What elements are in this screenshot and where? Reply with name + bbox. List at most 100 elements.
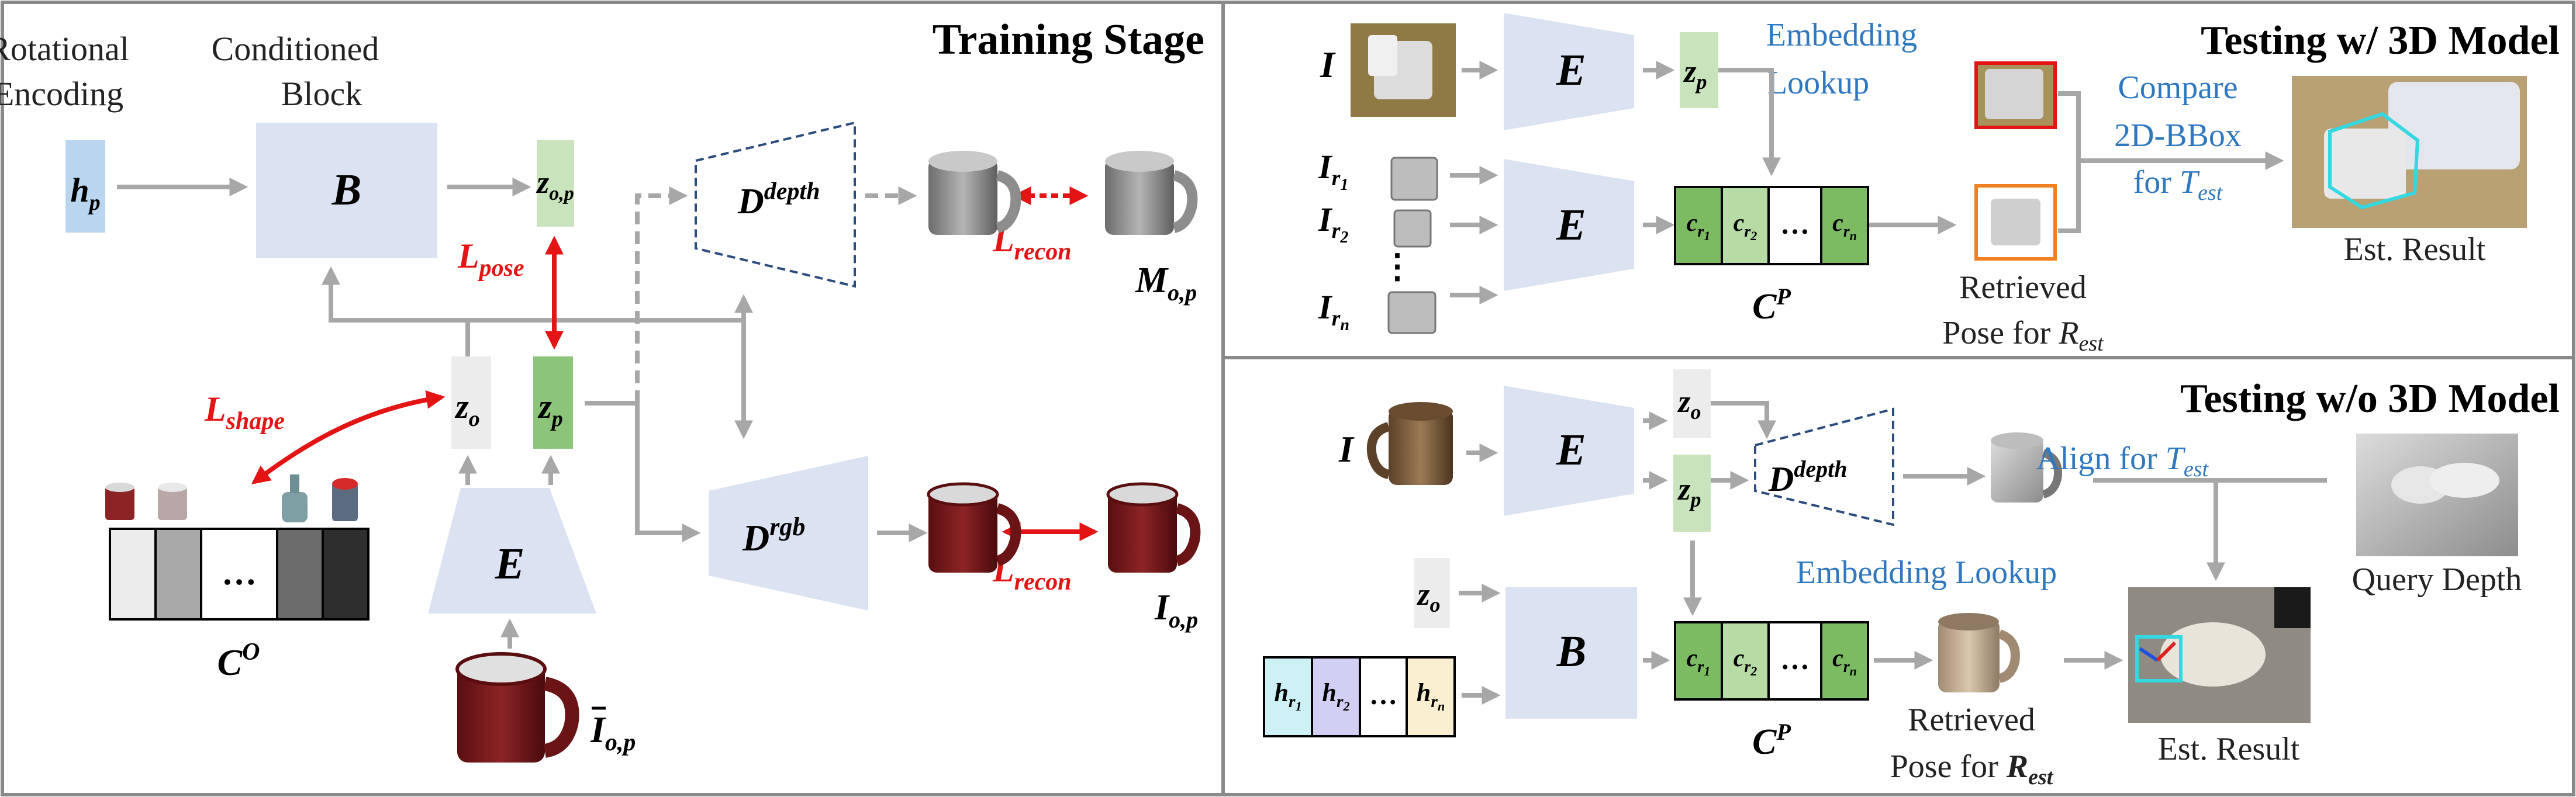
decoder-rgb [709, 456, 868, 611]
h-p-label: hp [70, 171, 100, 215]
t3-ref-2-label: Ir2 [1318, 200, 1348, 247]
z-op-label: zo,p [536, 165, 574, 205]
t3-code-dots: … [1780, 207, 1810, 240]
t0-retrieved-mug [1938, 613, 2020, 692]
t3-pose-codebook: cr1 cr2 … crn [1674, 186, 1869, 265]
t0-depth-mug [1991, 432, 2062, 503]
t0-est-result-label: Est. Result [2158, 731, 2300, 767]
codebook-dots: … [222, 553, 257, 592]
d-depth-label: Ddepth [737, 178, 820, 221]
training-dashed-arrows [635, 186, 917, 403]
t3-code-2: cr2 [1734, 210, 1757, 243]
l-pose-label: Lpose [457, 237, 524, 282]
conditioned-block-label-2: Block [281, 75, 362, 113]
training-stage-panel: Training Stage Rotational Encoding Condi… [0, 16, 1204, 763]
t0-conditioned-block [1505, 587, 1637, 719]
t3-ref-dots: ⋮ [1380, 247, 1414, 285]
z-o-label: zo [454, 387, 480, 431]
rgb-gt-mug [1106, 482, 1201, 573]
t3-encoder-2 [1504, 159, 1634, 291]
t3-retrieved-1: Retrieved [1959, 269, 2087, 306]
t0-c-p-label: CP [1752, 719, 1791, 762]
t0-align-label: Align for Test [2036, 441, 2209, 481]
t0-retrieved-2: Pose for Rest [1890, 749, 2054, 789]
t0-est-result-image [2128, 587, 2311, 723]
t3-retrieved-render [1974, 61, 2057, 129]
t0-e-label: E [1556, 425, 1586, 474]
t3-arrows [1450, 61, 2284, 304]
t0-query-depth-label: Query Depth [2352, 562, 2522, 598]
t0-i-label: I [1338, 428, 1355, 470]
t3-i-label: I [1320, 44, 1336, 85]
decoder-depth [695, 121, 856, 288]
z-op-box [537, 140, 574, 227]
rotational-encoding-label-2: Encoding [0, 75, 123, 113]
c-o-label: CO [217, 639, 260, 683]
t3-ref-images [1387, 157, 1438, 334]
t0-z-p-box [1673, 455, 1711, 532]
t0-query-depth-image [2356, 434, 2518, 556]
t0-z-o-label: zo [1677, 384, 1701, 424]
t0-rotation-encodings: hr1 hr2 … hrn [1263, 656, 1456, 737]
t0-z-o-2-label: zo [1416, 577, 1440, 616]
e-label: E [495, 539, 525, 588]
t0-z-p-label: zp [1677, 472, 1701, 511]
t3-code-1: cr1 [1687, 210, 1711, 243]
testing-3d-panel: Testing w/ 3D Model I E E zp Embedding L… [1318, 13, 2560, 356]
t0-b-label: B [1556, 627, 1587, 676]
t0-arrows [1459, 401, 2327, 705]
i-bar-op-label: Io,p [590, 709, 636, 756]
t3-for-t: for Test [2133, 164, 2223, 205]
z-p-box [533, 356, 573, 449]
conditioned-block-b [256, 123, 437, 258]
t3-z-p-label: zp [1683, 54, 1707, 93]
t3-input-image [1351, 23, 1456, 117]
testing-no3d-title: Testing w/o 3D Model [2180, 376, 2560, 421]
t3-e1-label: E [1556, 46, 1586, 95]
t3-embedding-lookup-2: Lookup [1767, 65, 1869, 101]
rgb-reconstruction-mug [927, 482, 1021, 573]
t3-compare-1: Compare [2118, 70, 2237, 106]
t0-decoder-depth [1754, 407, 1894, 526]
t0-embedding-lookup: Embedding Lookup [1796, 555, 2057, 591]
t0-h-n: hrn [1417, 678, 1445, 713]
t3-z-p-box [1680, 32, 1718, 108]
i-op-label: Io,p [1154, 588, 1198, 633]
codebook-object-icons [105, 474, 358, 522]
t3-e2-label: E [1556, 200, 1586, 250]
z-o-box [451, 356, 491, 449]
t3-retrieved-2: Pose for Rest [1942, 315, 2104, 356]
l-shape-label: Lshape [204, 390, 285, 435]
z-p-label: zp [537, 387, 563, 431]
t0-h-dots: … [1369, 680, 1397, 711]
t0-z-o-box-2 [1414, 558, 1450, 628]
t0-retrieved-1: Retrieved [1908, 702, 2035, 738]
conditioned-block-label-1: Conditioned [212, 30, 379, 68]
t0-encoder [1504, 386, 1634, 516]
testing-no3d-panel: Testing w/o 3D Model I E zo zp Ddepth Al… [1263, 369, 2560, 789]
t0-pose-codebook: cr1 cr2 … crn [1674, 621, 1869, 701]
t3-c-p-label: CP [1752, 283, 1791, 327]
training-arrows [117, 178, 928, 649]
t3-encoder-1 [1504, 13, 1634, 130]
t3-retrieved-pose [1974, 184, 2057, 261]
t0-h-2: hr2 [1322, 678, 1349, 713]
testing-3d-title: Testing w/ 3D Model [2201, 18, 2560, 63]
rotational-encoding-label-1: Rotational [0, 30, 129, 68]
t0-code-dots: … [1780, 643, 1810, 675]
t0-code-1: cr1 [1687, 645, 1711, 678]
t3-compare-2: 2D-BBox [2114, 117, 2242, 154]
d-rgb-label: Drgb [742, 512, 805, 559]
h-p-box [65, 140, 105, 233]
t3-ref-1-label: Ir1 [1318, 148, 1348, 194]
b-label: B [332, 165, 362, 214]
t0-d-depth-label: Ddepth [1768, 456, 1847, 498]
shape-codebook [109, 528, 370, 621]
encoder-e [428, 488, 596, 614]
training-title: Training Stage [933, 16, 1204, 64]
t0-input-mug [1366, 402, 1453, 485]
t0-code-2: cr2 [1734, 645, 1757, 678]
input-mug [455, 652, 579, 763]
